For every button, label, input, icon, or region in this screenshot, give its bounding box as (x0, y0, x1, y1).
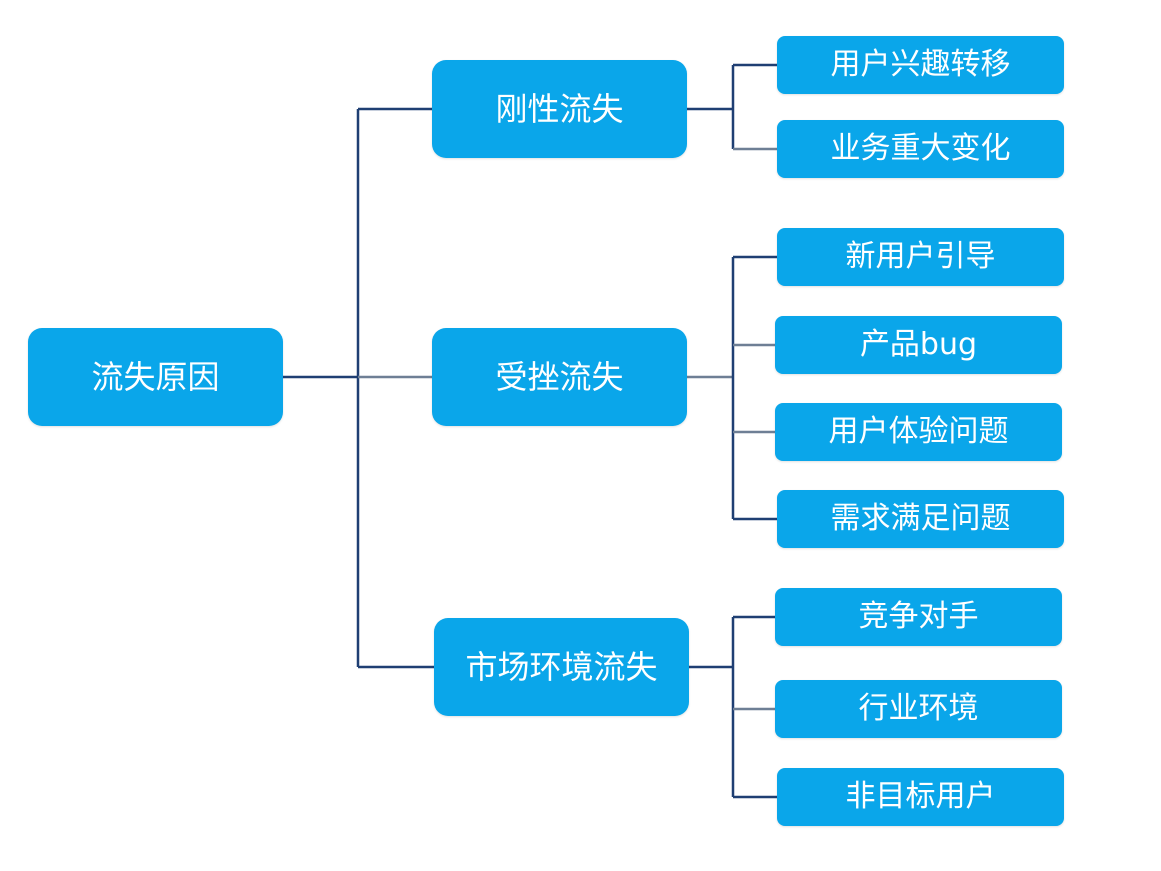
leaf-node-onboarding: 新用户引导 (777, 228, 1064, 286)
leaf-node-interest-shift: 用户兴趣转移 (777, 36, 1064, 94)
leaf-node-non-target-users: 非目标用户 (777, 768, 1064, 826)
leaf-node-product-bug: 产品bug (775, 316, 1062, 374)
group-node-market-loss: 市场环境流失 (434, 618, 689, 716)
leaf-node-needs-issue: 需求满足问题 (777, 490, 1064, 548)
group-node-rigid-loss: 刚性流失 (432, 60, 687, 158)
leaf-node-industry: 行业环境 (775, 680, 1062, 738)
leaf-node-competitors: 竞争对手 (775, 588, 1062, 646)
group-node-frustrated-loss: 受挫流失 (432, 328, 687, 426)
leaf-node-ux-issue: 用户体验问题 (775, 403, 1062, 461)
leaf-node-business-change: 业务重大变化 (777, 120, 1064, 178)
root-node: 流失原因 (28, 328, 283, 426)
